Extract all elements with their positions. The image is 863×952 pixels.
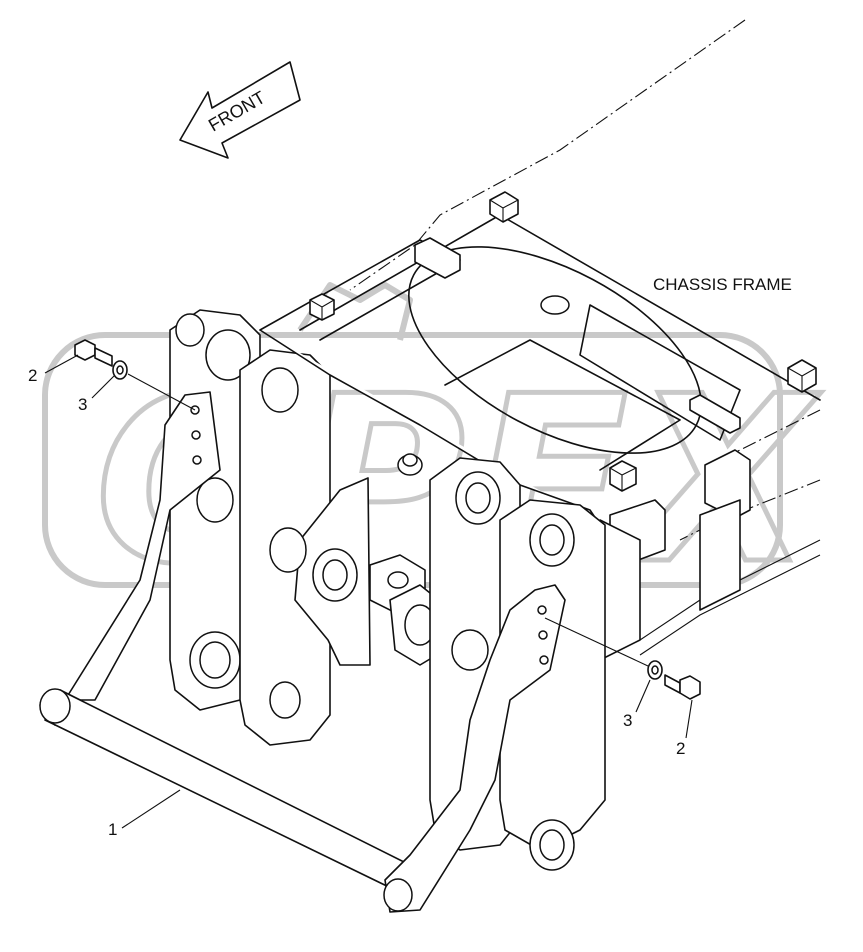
leader-left-3	[91, 375, 115, 399]
leader-part-1	[121, 789, 181, 829]
leader-right-3	[635, 679, 651, 713]
callout-left-2: 2	[28, 366, 37, 385]
frame-block	[489, 191, 519, 223]
frame-block	[787, 359, 817, 393]
callout-right-2: 2	[676, 739, 685, 758]
leader-right-2	[685, 699, 693, 739]
callout-left-3: 3	[78, 395, 87, 414]
frame-block	[609, 460, 637, 492]
callout-right-3: 3	[623, 711, 632, 730]
chassis-frame	[259, 19, 821, 661]
right-washer[interactable]	[647, 660, 663, 680]
chassis-frame-label: CHASSIS FRAME	[653, 275, 792, 294]
left-washer[interactable]	[112, 360, 128, 380]
leader-left-2	[44, 354, 79, 374]
front-direction-arrow: FRONT	[179, 61, 301, 159]
right-assembly-line	[544, 617, 649, 667]
frame-block	[309, 293, 335, 321]
right-bolt[interactable]	[664, 674, 701, 700]
callout-part-1: 1	[108, 820, 117, 839]
left-bolt[interactable]	[74, 339, 113, 367]
left-assembly-line	[127, 373, 196, 411]
front-guard-bar[interactable]	[39, 391, 566, 913]
